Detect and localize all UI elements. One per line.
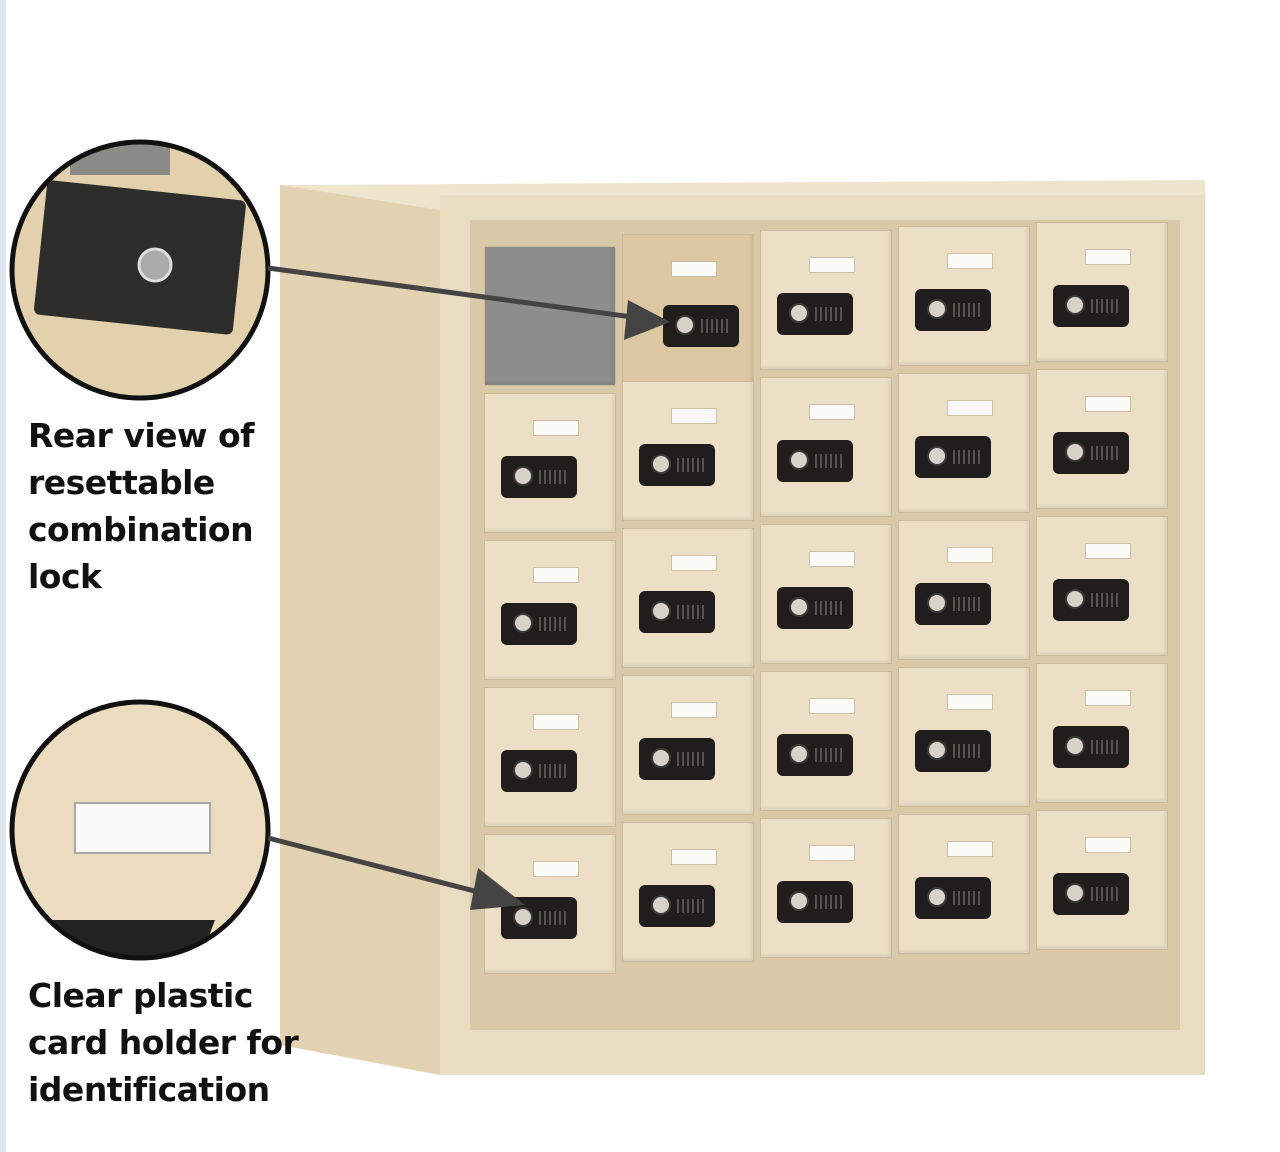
card-holder-caption: Clear plastic card holder for identifica… (28, 976, 299, 1109)
locker-door (484, 687, 616, 827)
locker-door (898, 667, 1030, 807)
open-locker-compartment (484, 246, 616, 386)
lock-caption: Rear view of resettable combination lock (28, 416, 255, 596)
card-holder (809, 551, 855, 567)
combination-lock-icon (1053, 726, 1129, 768)
combination-lock-icon (777, 881, 853, 923)
locker-door (622, 528, 754, 668)
card-holder (809, 698, 855, 714)
card-holder (533, 420, 579, 436)
combination-lock-icon (501, 456, 577, 498)
card-holder (671, 702, 717, 718)
locker-door (898, 373, 1030, 513)
arrow-card-holder (267, 835, 525, 910)
card-holder (809, 257, 855, 273)
locker-door (1036, 369, 1168, 509)
locker-door (760, 230, 892, 370)
combination-lock-icon (639, 591, 715, 633)
card-holder (1085, 543, 1131, 559)
locker-door (898, 814, 1030, 954)
combination-lock-icon (777, 587, 853, 629)
card-holder (671, 408, 717, 424)
combination-lock-icon (501, 750, 577, 792)
locker-door (760, 671, 892, 811)
locker-door (1036, 663, 1168, 803)
card-holder-callout-image (12, 702, 268, 958)
card-holder (1085, 249, 1131, 265)
combination-lock-icon (777, 440, 853, 482)
locker-door (1036, 222, 1168, 362)
combination-lock-icon (1053, 579, 1129, 621)
card-holder (671, 261, 717, 277)
locker-door (898, 520, 1030, 660)
locker-door (760, 524, 892, 664)
locker-door (622, 381, 754, 521)
locker-door (622, 675, 754, 815)
combination-lock-icon (915, 877, 991, 919)
locker-door (760, 818, 892, 958)
card-holder (809, 404, 855, 420)
card-holder (671, 555, 717, 571)
combination-lock-icon (777, 293, 853, 335)
locker-door (1036, 516, 1168, 656)
locker-door (484, 393, 616, 533)
card-holder (1085, 690, 1131, 706)
card-holder (671, 849, 717, 865)
card-holder (947, 400, 993, 416)
combination-lock-icon (915, 436, 991, 478)
card-holder (533, 861, 579, 877)
combination-lock-icon (777, 734, 853, 776)
locker-door (1036, 810, 1168, 950)
locker-door (760, 377, 892, 517)
combination-lock-icon (915, 583, 991, 625)
combination-lock-icon (915, 289, 991, 331)
card-holder (533, 567, 579, 583)
card-holder-callout-circle (9, 699, 271, 961)
card-holder (1085, 837, 1131, 853)
combination-lock-icon (1053, 432, 1129, 474)
card-holder (809, 845, 855, 861)
combination-lock-icon (639, 738, 715, 780)
combination-lock-icon (639, 444, 715, 486)
card-holder (533, 714, 579, 730)
combination-lock-icon (501, 603, 577, 645)
card-holder (947, 547, 993, 563)
card-holder (947, 694, 993, 710)
card-holder (1085, 396, 1131, 412)
left-border (0, 0, 6, 1152)
combination-lock-icon (1053, 873, 1129, 915)
combination-lock-icon (663, 305, 739, 347)
combination-lock-icon (1053, 285, 1129, 327)
combination-lock-icon (639, 885, 715, 927)
locker-door (898, 226, 1030, 366)
card-holder (947, 253, 993, 269)
locker-door (484, 540, 616, 680)
combination-lock-icon (915, 730, 991, 772)
locker-door (622, 822, 754, 962)
arrow-lock (267, 265, 670, 340)
lock-rear-callout-image (12, 142, 268, 398)
card-holder (947, 841, 993, 857)
